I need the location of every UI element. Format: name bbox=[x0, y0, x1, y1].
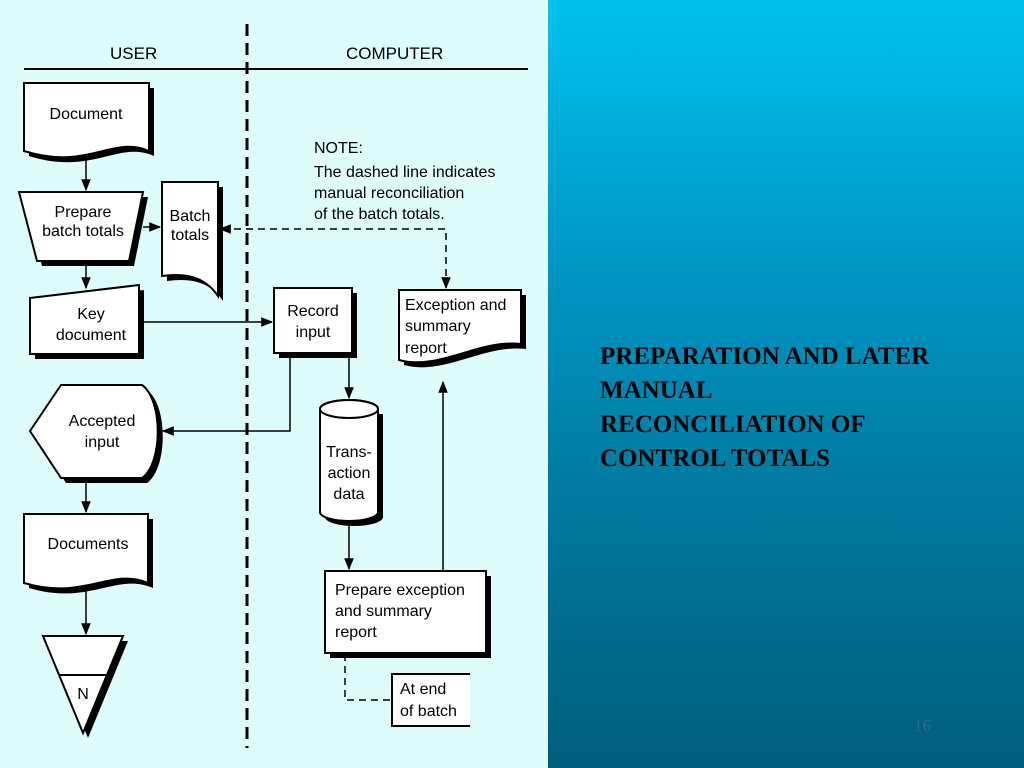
svg-text:report: report bbox=[405, 340, 447, 357]
svg-text:data: data bbox=[333, 486, 364, 503]
svg-text:Document: Document bbox=[50, 106, 123, 123]
svg-text:NOTE:: NOTE: bbox=[314, 140, 363, 157]
svg-text:Accepted: Accepted bbox=[69, 413, 136, 430]
svg-text:The dashed line indicates: The dashed line indicates bbox=[314, 164, 495, 181]
svg-text:document: document bbox=[56, 327, 127, 344]
connectors bbox=[81, 160, 451, 701]
exception-summary-report-shape: Exception and summary report bbox=[398, 289, 526, 368]
svg-text:Exception and: Exception and bbox=[405, 297, 506, 314]
offline-file-n-shape: N bbox=[41, 635, 128, 738]
title-panel bbox=[548, 0, 1024, 768]
documents-shape: Documents bbox=[23, 513, 153, 594]
batch-totals-shape: Batch totals bbox=[161, 181, 223, 301]
svg-text:Key: Key bbox=[77, 306, 105, 323]
svg-text:Prepare exception: Prepare exception bbox=[335, 582, 465, 599]
svg-text:input: input bbox=[296, 324, 331, 341]
key-document-shape: Key document bbox=[29, 283, 144, 359]
note-text: NOTE: The dashed line indicates manual r… bbox=[314, 140, 495, 223]
document-shape: Document bbox=[23, 82, 154, 163]
svg-text:action: action bbox=[328, 465, 371, 482]
slide-title: PREPARATION AND LATER MANUAL RECONCILIAT… bbox=[600, 340, 1000, 476]
svg-text:manual reconciliation: manual reconciliation bbox=[314, 185, 464, 202]
slide-number: 16 bbox=[914, 716, 931, 735]
svg-text:Trans-: Trans- bbox=[326, 444, 372, 461]
svg-text:At end: At end bbox=[400, 681, 446, 698]
svg-text:Prepare: Prepare bbox=[55, 204, 112, 221]
slide-title-line: CONTROL TOTALS bbox=[600, 445, 830, 472]
column-header-user: USER bbox=[110, 44, 157, 63]
prepare-batch-totals-shape: Prepare batch totals bbox=[17, 191, 148, 266]
svg-text:N: N bbox=[77, 686, 89, 703]
prepare-exception-report-shape: Prepare exception and summary report bbox=[324, 570, 491, 658]
svg-text:Documents: Documents bbox=[48, 536, 129, 553]
slide-title-line: RECONCILIATION OF bbox=[600, 411, 866, 438]
record-input-shape: Record input bbox=[273, 287, 357, 358]
flowchart: USER COMPUTER NOTE: The dashed line indi… bbox=[17, 24, 528, 748]
svg-text:totals: totals bbox=[171, 227, 209, 244]
accepted-input-shape: Accepted input bbox=[28, 384, 163, 483]
slide-title-line: MANUAL bbox=[600, 377, 713, 404]
svg-text:Batch: Batch bbox=[170, 208, 211, 225]
svg-text:batch totals: batch totals bbox=[42, 223, 124, 240]
svg-text:summary: summary bbox=[405, 318, 471, 335]
at-end-of-batch-shape: At end of batch bbox=[391, 673, 470, 727]
transaction-data-shape: Trans- action data bbox=[319, 399, 383, 526]
svg-text:input: input bbox=[85, 434, 120, 451]
column-header-computer: COMPUTER bbox=[346, 44, 443, 63]
svg-text:report: report bbox=[335, 624, 377, 641]
svg-text:of the batch totals.: of the batch totals. bbox=[314, 206, 445, 223]
svg-text:and summary: and summary bbox=[335, 603, 432, 620]
slide-title-line: PREPARATION AND LATER bbox=[600, 343, 930, 370]
svg-text:of batch: of batch bbox=[400, 703, 457, 720]
svg-text:Record: Record bbox=[287, 303, 339, 320]
flowchart-panel: USER COMPUTER NOTE: The dashed line indi… bbox=[0, 0, 548, 768]
